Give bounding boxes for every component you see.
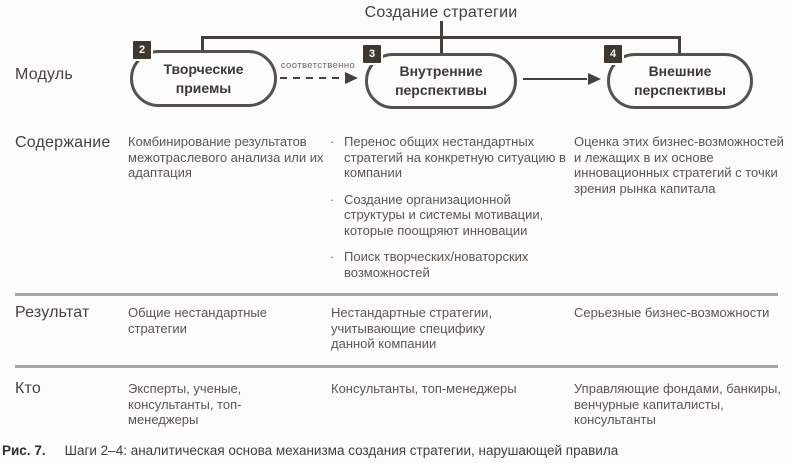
module-number-badge-3: 3 <box>363 45 381 63</box>
content-cell-module4: Оценка этих бизнес-возможностей и лежащи… <box>574 134 784 196</box>
figure-caption-number: Рис. 7. <box>2 443 46 458</box>
solid-arrow-line <box>523 78 587 80</box>
content-bullet-item: · Перенос общих нестандартных стратегий … <box>330 134 570 181</box>
module-box-3-label: Внутренние перспективы <box>395 63 487 98</box>
row-divider-top <box>15 293 778 296</box>
result-cell-module2: Общие нестандартные стратегии <box>128 305 267 336</box>
who-cell-module4: Управляющие фондами, банкиры, венчурные … <box>574 381 781 427</box>
dashed-connector-label: соответственно <box>280 60 356 71</box>
module-number-badge-4: 4 <box>604 45 622 63</box>
content-cell-module2: Комбинирование результатов межотраслевог… <box>128 134 324 180</box>
module-box-3: Внутренние перспективы <box>365 53 517 109</box>
diagram-title: Создание стратегии <box>364 4 518 21</box>
row-label-result: Результат <box>15 304 90 321</box>
result-cell-module4: Серьезные бизнес-возможности <box>574 305 770 320</box>
content-cell-module3: · Перенос общих нестандартных стратегий … <box>330 134 570 291</box>
result-cell-module3: Нестандартные стратегии, учитывающие спе… <box>331 305 492 351</box>
who-cell-module2: Эксперты, ученые, консультанты, топ-мене… <box>128 381 242 427</box>
content-bullet-item: · Поиск творческих/новаторских возможнос… <box>330 249 570 280</box>
module-number-badge-2: 2 <box>133 41 151 59</box>
row-divider-bottom <box>15 365 778 368</box>
figure-caption: Рис. 7. Шаги 2–4: аналитическая основа м… <box>2 443 618 458</box>
dashed-arrow-line <box>280 77 342 79</box>
row-label-module: Модуль <box>15 66 73 83</box>
figure-caption-text: Шаги 2–4: аналитическая основа механизма… <box>64 443 619 458</box>
row-label-content: Содержание <box>15 134 111 151</box>
bullet-marker-icon: · <box>330 134 335 149</box>
bullet-marker-icon: · <box>330 249 335 264</box>
module-box-4: Внешние перспективы <box>607 53 753 109</box>
row-label-who: Кто <box>15 380 41 397</box>
content-bullet-text: Поиск творческих/новаторских возможносте… <box>344 249 529 280</box>
content-bullet-text: Создание организационной структуры и сис… <box>344 191 544 238</box>
bracket-drop-left <box>201 36 204 52</box>
module-box-2-label: Творческие приемы <box>163 60 244 96</box>
solid-arrow-head-icon <box>588 73 601 85</box>
bullet-marker-icon: · <box>330 191 335 207</box>
module-box-4-label: Внешние перспективы <box>634 63 726 98</box>
dashed-arrow-head-icon <box>345 72 358 84</box>
bracket-drop-center <box>440 21 443 55</box>
bracket-drop-right <box>678 36 681 55</box>
content-bullet-text: Перенос общих нестандартных стратегий на… <box>344 134 566 180</box>
module-box-2: Творческие приемы <box>130 50 277 107</box>
who-cell-module3: Консультанты, топ-менеджеры <box>331 381 517 396</box>
content-bullet-item: · Создание организационной структуры и с… <box>330 192 570 239</box>
